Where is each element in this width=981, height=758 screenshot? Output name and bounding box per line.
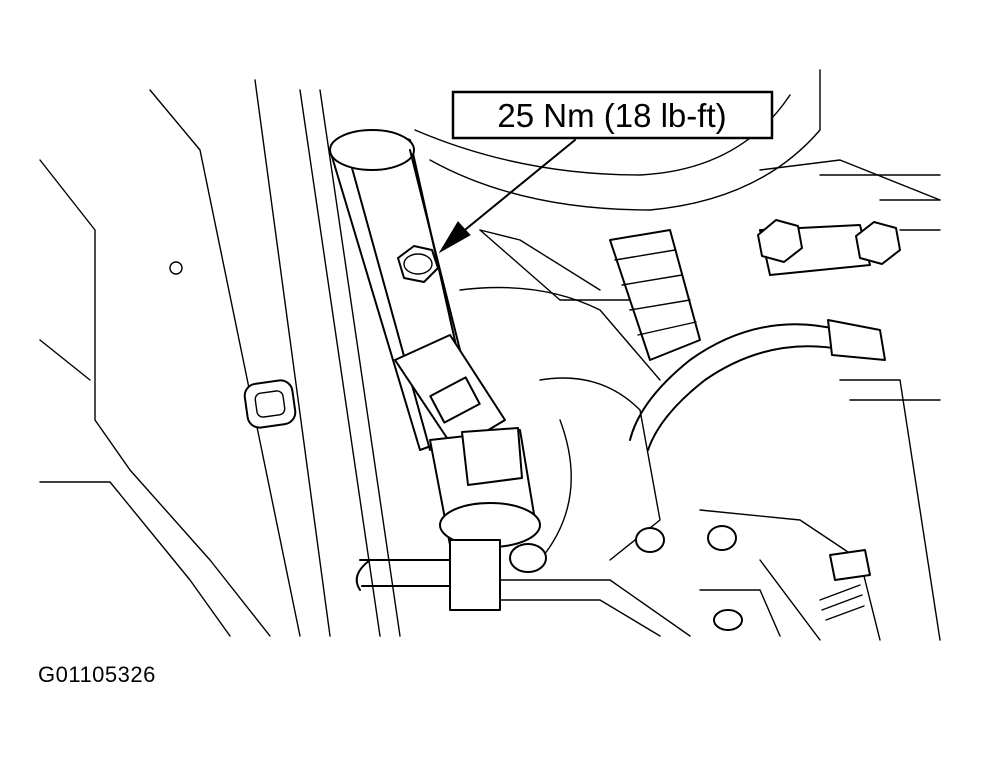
bracket-bolts (757, 199, 941, 641)
sensor-connector (394, 334, 541, 611)
callout-leader-arrow (438, 139, 576, 254)
hose (609, 229, 701, 361)
vacuum-line (629, 319, 886, 451)
torque-callout: 25 Nm (18 lb-ft) (451, 90, 774, 140)
torque-bolt (397, 245, 439, 283)
left-panel (39, 79, 331, 637)
torque-callout-label: 25 Nm (18 lb-ft) (497, 97, 726, 134)
lower-assembly (355, 509, 881, 641)
figure-id: G01105326 (38, 662, 156, 687)
